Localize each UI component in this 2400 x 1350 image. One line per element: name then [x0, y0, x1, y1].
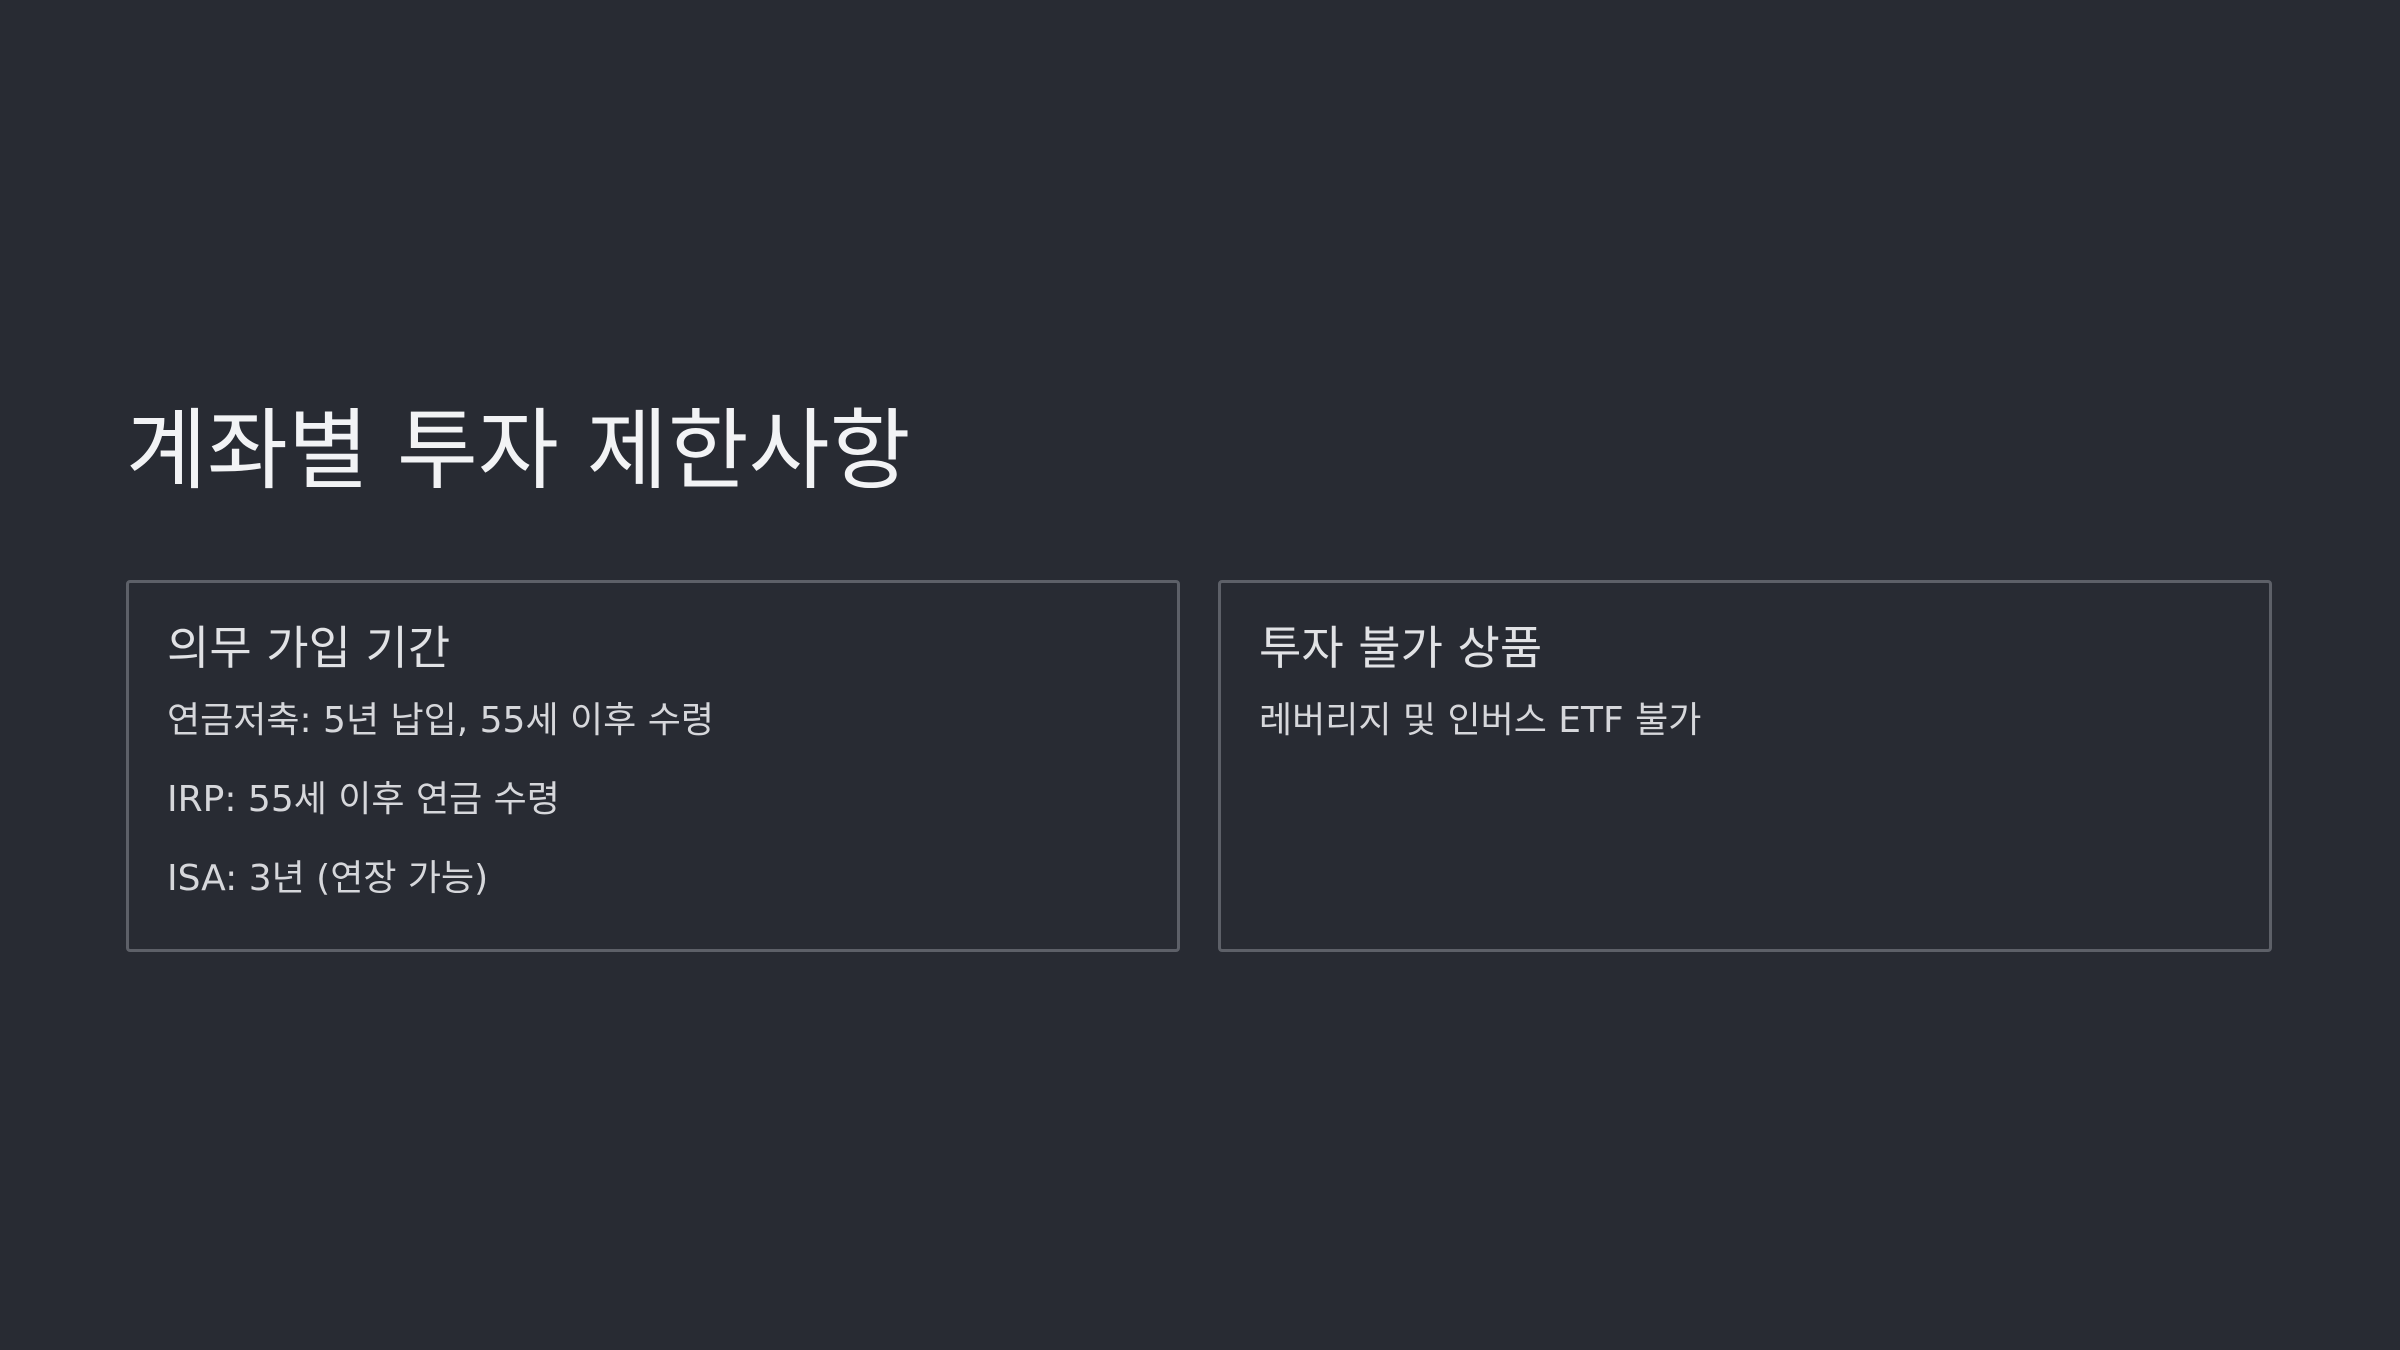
card-list: 레버리지 및 인버스 ETF 불가	[1259, 699, 2231, 743]
list-item: 연금저축: 5년 납입, 55세 이후 수령	[167, 700, 714, 741]
list-item: ISA: 3년 (연장 가능)	[167, 858, 489, 899]
page-title: 계좌별 투자 제한사항	[126, 399, 911, 502]
card-list: 연금저축: 5년 납입, 55세 이후 수령 IRP: 55세 이후 연금 수령…	[167, 699, 1139, 901]
card-restricted-products: 투자 불가 상품 레버리지 및 인버스 ETF 불가	[1218, 580, 2272, 952]
card-mandatory-period: 의무 가입 기간 연금저축: 5년 납입, 55세 이후 수령 IRP: 55세…	[126, 580, 1180, 952]
list-item: 레버리지 및 인버스 ETF 불가	[1259, 700, 1702, 741]
list-item: IRP: 55세 이후 연금 수령	[167, 779, 560, 820]
card-title: 투자 불가 상품	[1259, 621, 1543, 675]
card-title: 의무 가입 기간	[167, 621, 451, 675]
